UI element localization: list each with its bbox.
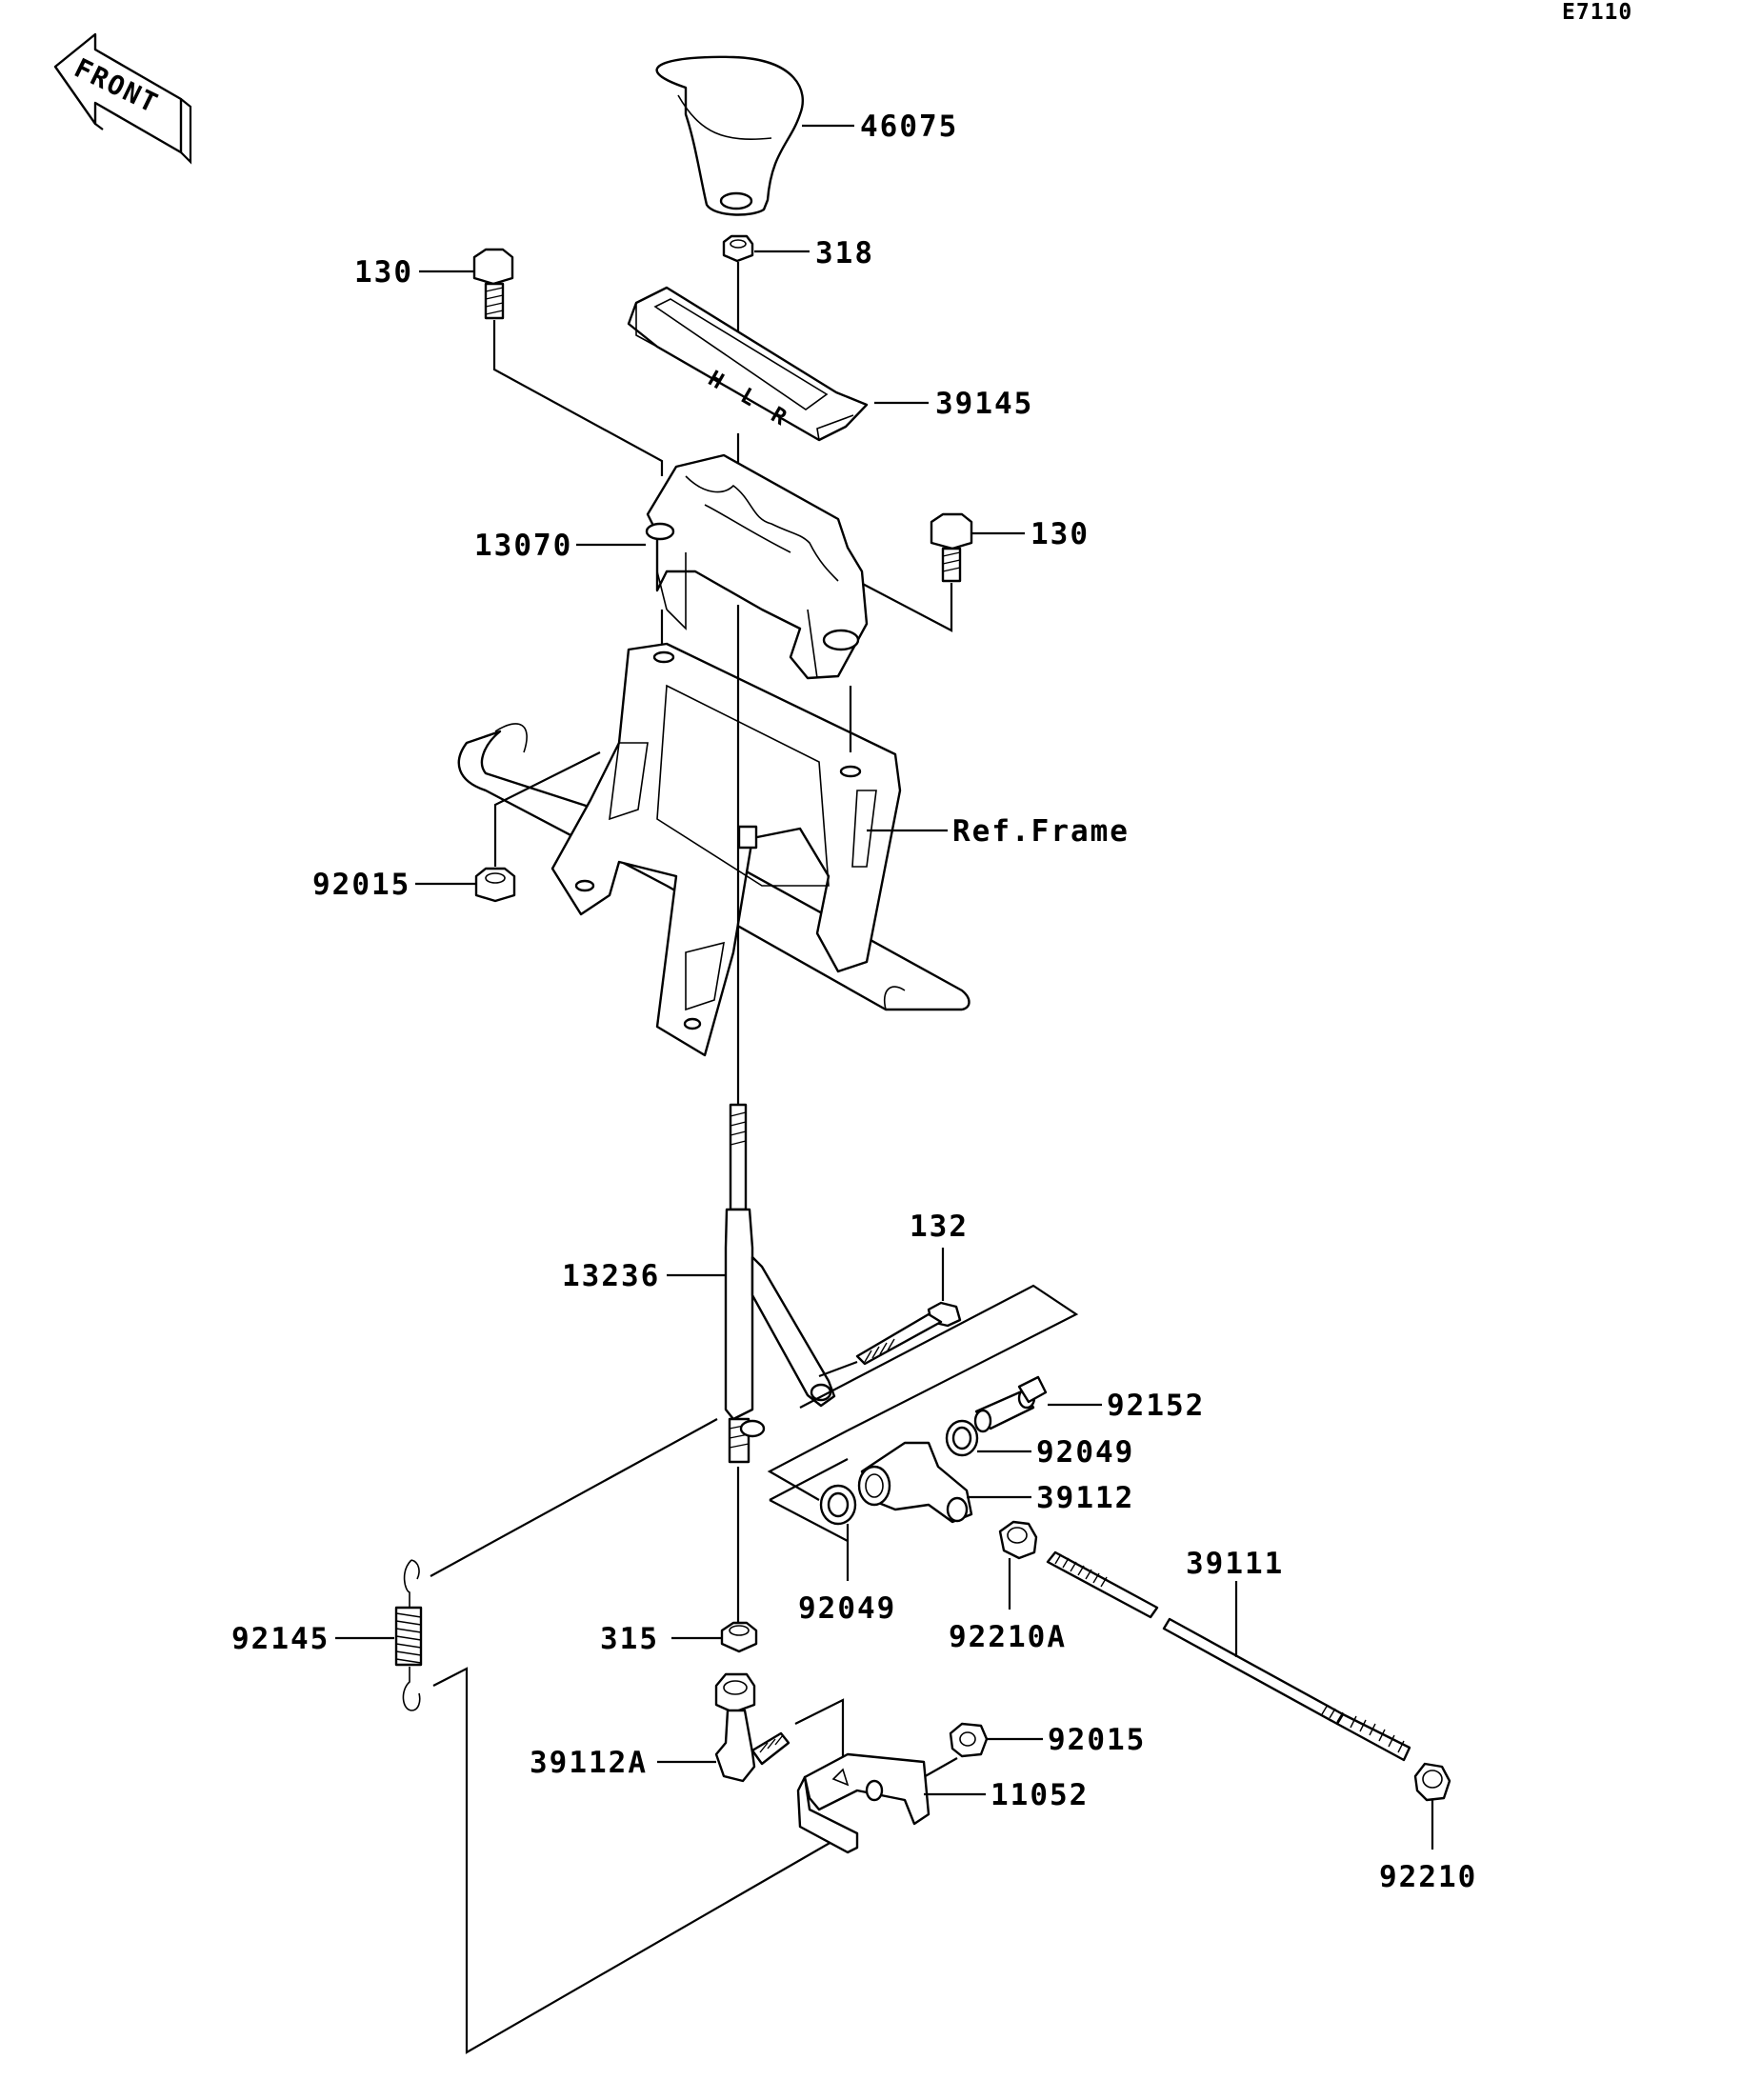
front-arrow-icon: FRONT [53,32,192,165]
seal-92049-right [945,1419,979,1457]
bolt-130-right [930,512,973,583]
label-11052: 11052 [991,1778,1089,1812]
label-ref-frame: Ref.Frame [952,814,1130,849]
label-92210: 92210 [1379,1860,1477,1894]
label-92049-left: 92049 [798,1591,896,1626]
shift-knob [655,55,804,216]
label-130-left: 130 [354,255,413,290]
label-92015-upper: 92015 [312,868,410,902]
nut-92210a [998,1520,1038,1560]
label-132: 132 [910,1210,969,1244]
bracket-11052 [796,1752,931,1854]
label-13070: 13070 [474,529,572,563]
diagram-code: E7110 [1562,0,1632,25]
seal-92049-left [819,1484,857,1526]
label-92210a: 92210A [949,1620,1067,1654]
shift-gate-cover: H L R [627,286,869,442]
ref-frame [457,642,971,1057]
nut-315 [720,1621,758,1653]
label-39111: 39111 [1186,1547,1284,1581]
label-39112a: 39112A [530,1746,648,1780]
rod-39111 [1046,1550,1411,1762]
nut-92210 [1413,1762,1451,1802]
label-315: 315 [600,1622,659,1656]
collar-92152 [973,1375,1048,1433]
label-13236: 13236 [562,1259,660,1293]
label-39112: 39112 [1036,1481,1134,1515]
label-130-right: 130 [1031,517,1090,551]
bolt-132 [855,1301,962,1366]
label-46075: 46075 [860,110,958,144]
label-92152: 92152 [1107,1389,1205,1423]
shift-lever [724,1103,836,1464]
label-92145: 92145 [231,1622,330,1656]
bolt-130-left [472,248,514,320]
nut-92015-upper [474,867,516,903]
label-318: 318 [815,236,874,270]
lever-39112 [857,1441,973,1524]
spring-92145 [394,1559,423,1711]
nut-92015-lower [949,1722,989,1758]
label-92015-lower: 92015 [1048,1723,1146,1757]
shift-holder [645,453,869,680]
label-39145: 39145 [935,387,1033,421]
label-92049-right: 92049 [1036,1435,1134,1470]
nut-318 [722,234,754,263]
joint-39112a [714,1672,790,1783]
